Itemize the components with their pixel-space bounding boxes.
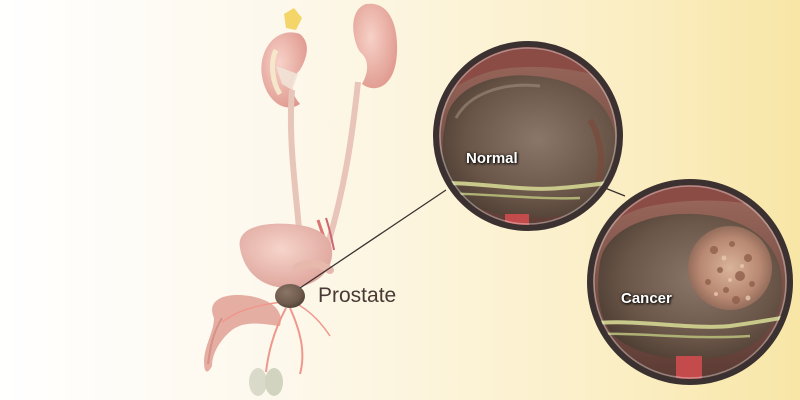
urinary-system bbox=[204, 3, 398, 396]
bladder bbox=[239, 223, 333, 288]
testis-right bbox=[265, 368, 283, 396]
cancer-label: Cancer bbox=[621, 290, 672, 307]
ureter-left bbox=[287, 89, 303, 241]
leader-line-normal bbox=[299, 189, 447, 289]
normal-label: Normal bbox=[466, 150, 518, 167]
penis bbox=[204, 294, 281, 372]
ureter-right bbox=[325, 81, 361, 245]
kidney-right bbox=[353, 3, 398, 89]
prostate-label: Prostate bbox=[318, 284, 397, 307]
testis-left bbox=[249, 368, 267, 396]
prostate-gland bbox=[275, 284, 305, 308]
tumor bbox=[688, 226, 772, 310]
callout-cancer bbox=[587, 179, 793, 385]
